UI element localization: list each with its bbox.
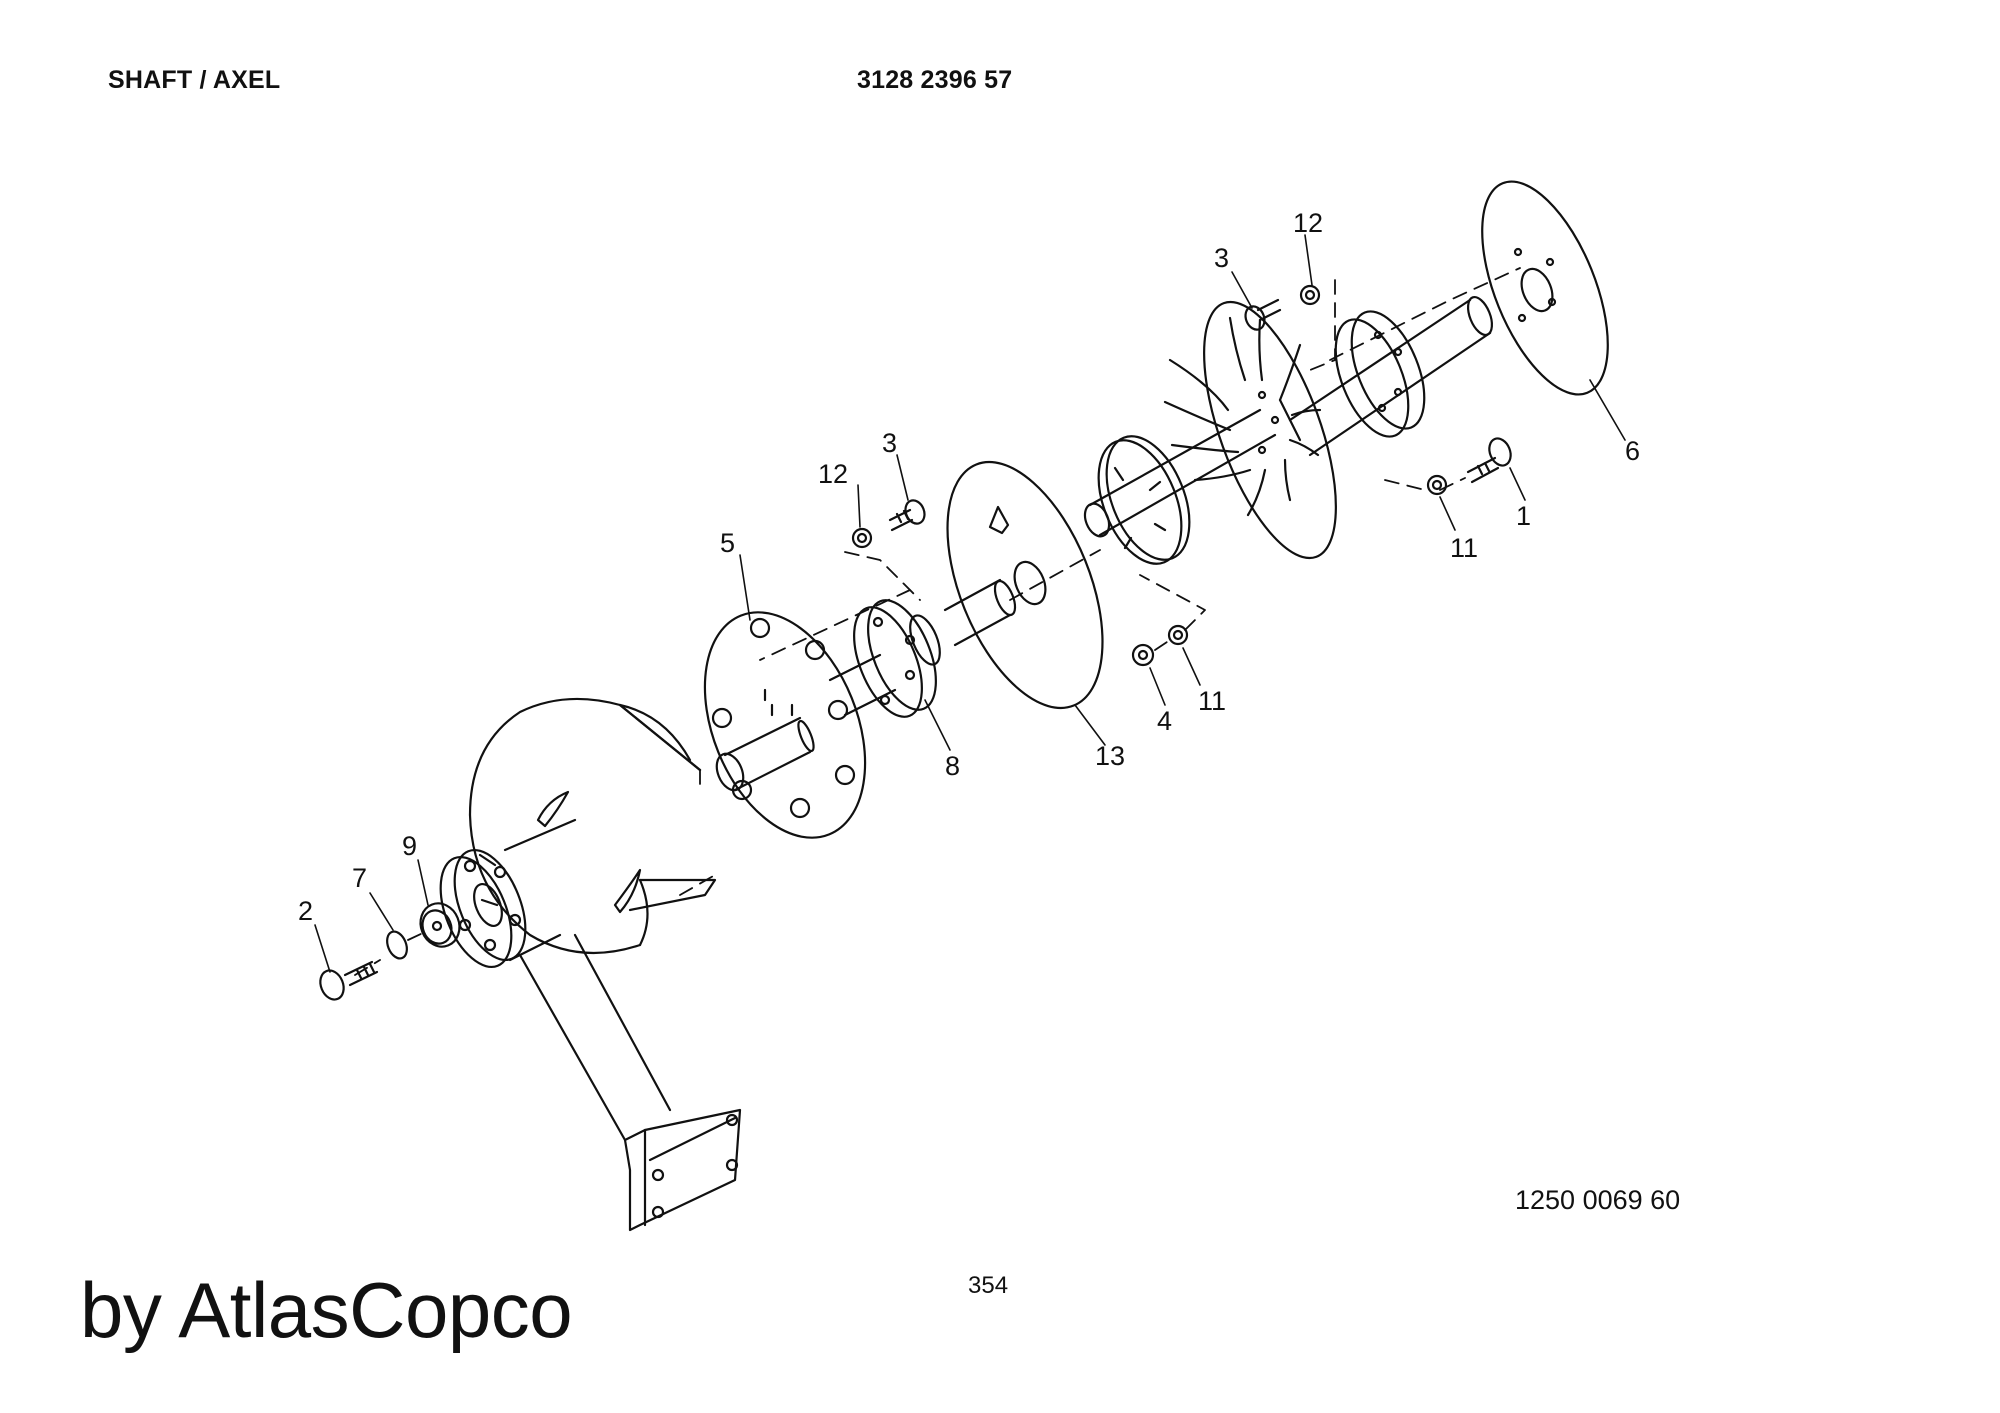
callout-12: 12 — [818, 459, 848, 489]
leader-lines — [314, 234, 1626, 973]
coupling-hub-part-8 — [828, 578, 1017, 718]
assembly-lines — [354, 267, 1521, 976]
page-title: SHAFT / AXEL — [108, 66, 281, 94]
callout-11: 11 — [1198, 686, 1226, 716]
callout-9: 9 — [402, 831, 417, 861]
middle-disc-part-13 — [946, 460, 1104, 710]
callout-13: 13 — [1095, 741, 1125, 771]
page-number: 354 — [968, 1272, 1009, 1299]
callout-8: 8 — [945, 751, 960, 781]
fan-hub-flange — [1083, 408, 1277, 565]
housing-stand — [439, 697, 742, 1232]
callout-7: 7 — [352, 863, 367, 893]
callout-3: 3 — [882, 428, 897, 458]
callout-4: 4 — [1157, 706, 1172, 736]
callout-6: 6 — [1625, 436, 1640, 466]
callout-2: 2 — [298, 896, 313, 926]
flange-plate-part-5 — [703, 611, 867, 839]
callout-3: 3 — [1214, 243, 1229, 273]
part-number: 3128 2396 57 — [857, 66, 1013, 94]
fasteners — [319, 284, 1512, 1001]
callout-labels: 12 3 6 1 11 3 12 5 8 13 4 11 9 7 2 — [298, 208, 1640, 926]
right-shaft — [1278, 295, 1494, 457]
end-disc-part-6 — [1481, 180, 1609, 396]
callout-5: 5 — [720, 528, 735, 558]
brand-watermark: by AtlasCopco — [80, 1266, 573, 1354]
fan-impeller — [1163, 300, 1337, 560]
callout-12: 12 — [1293, 208, 1323, 238]
figure-number: 1250 0069 60 — [1515, 1185, 1681, 1215]
callout-11: 11 — [1450, 533, 1478, 563]
callout-1: 1 — [1516, 501, 1531, 531]
